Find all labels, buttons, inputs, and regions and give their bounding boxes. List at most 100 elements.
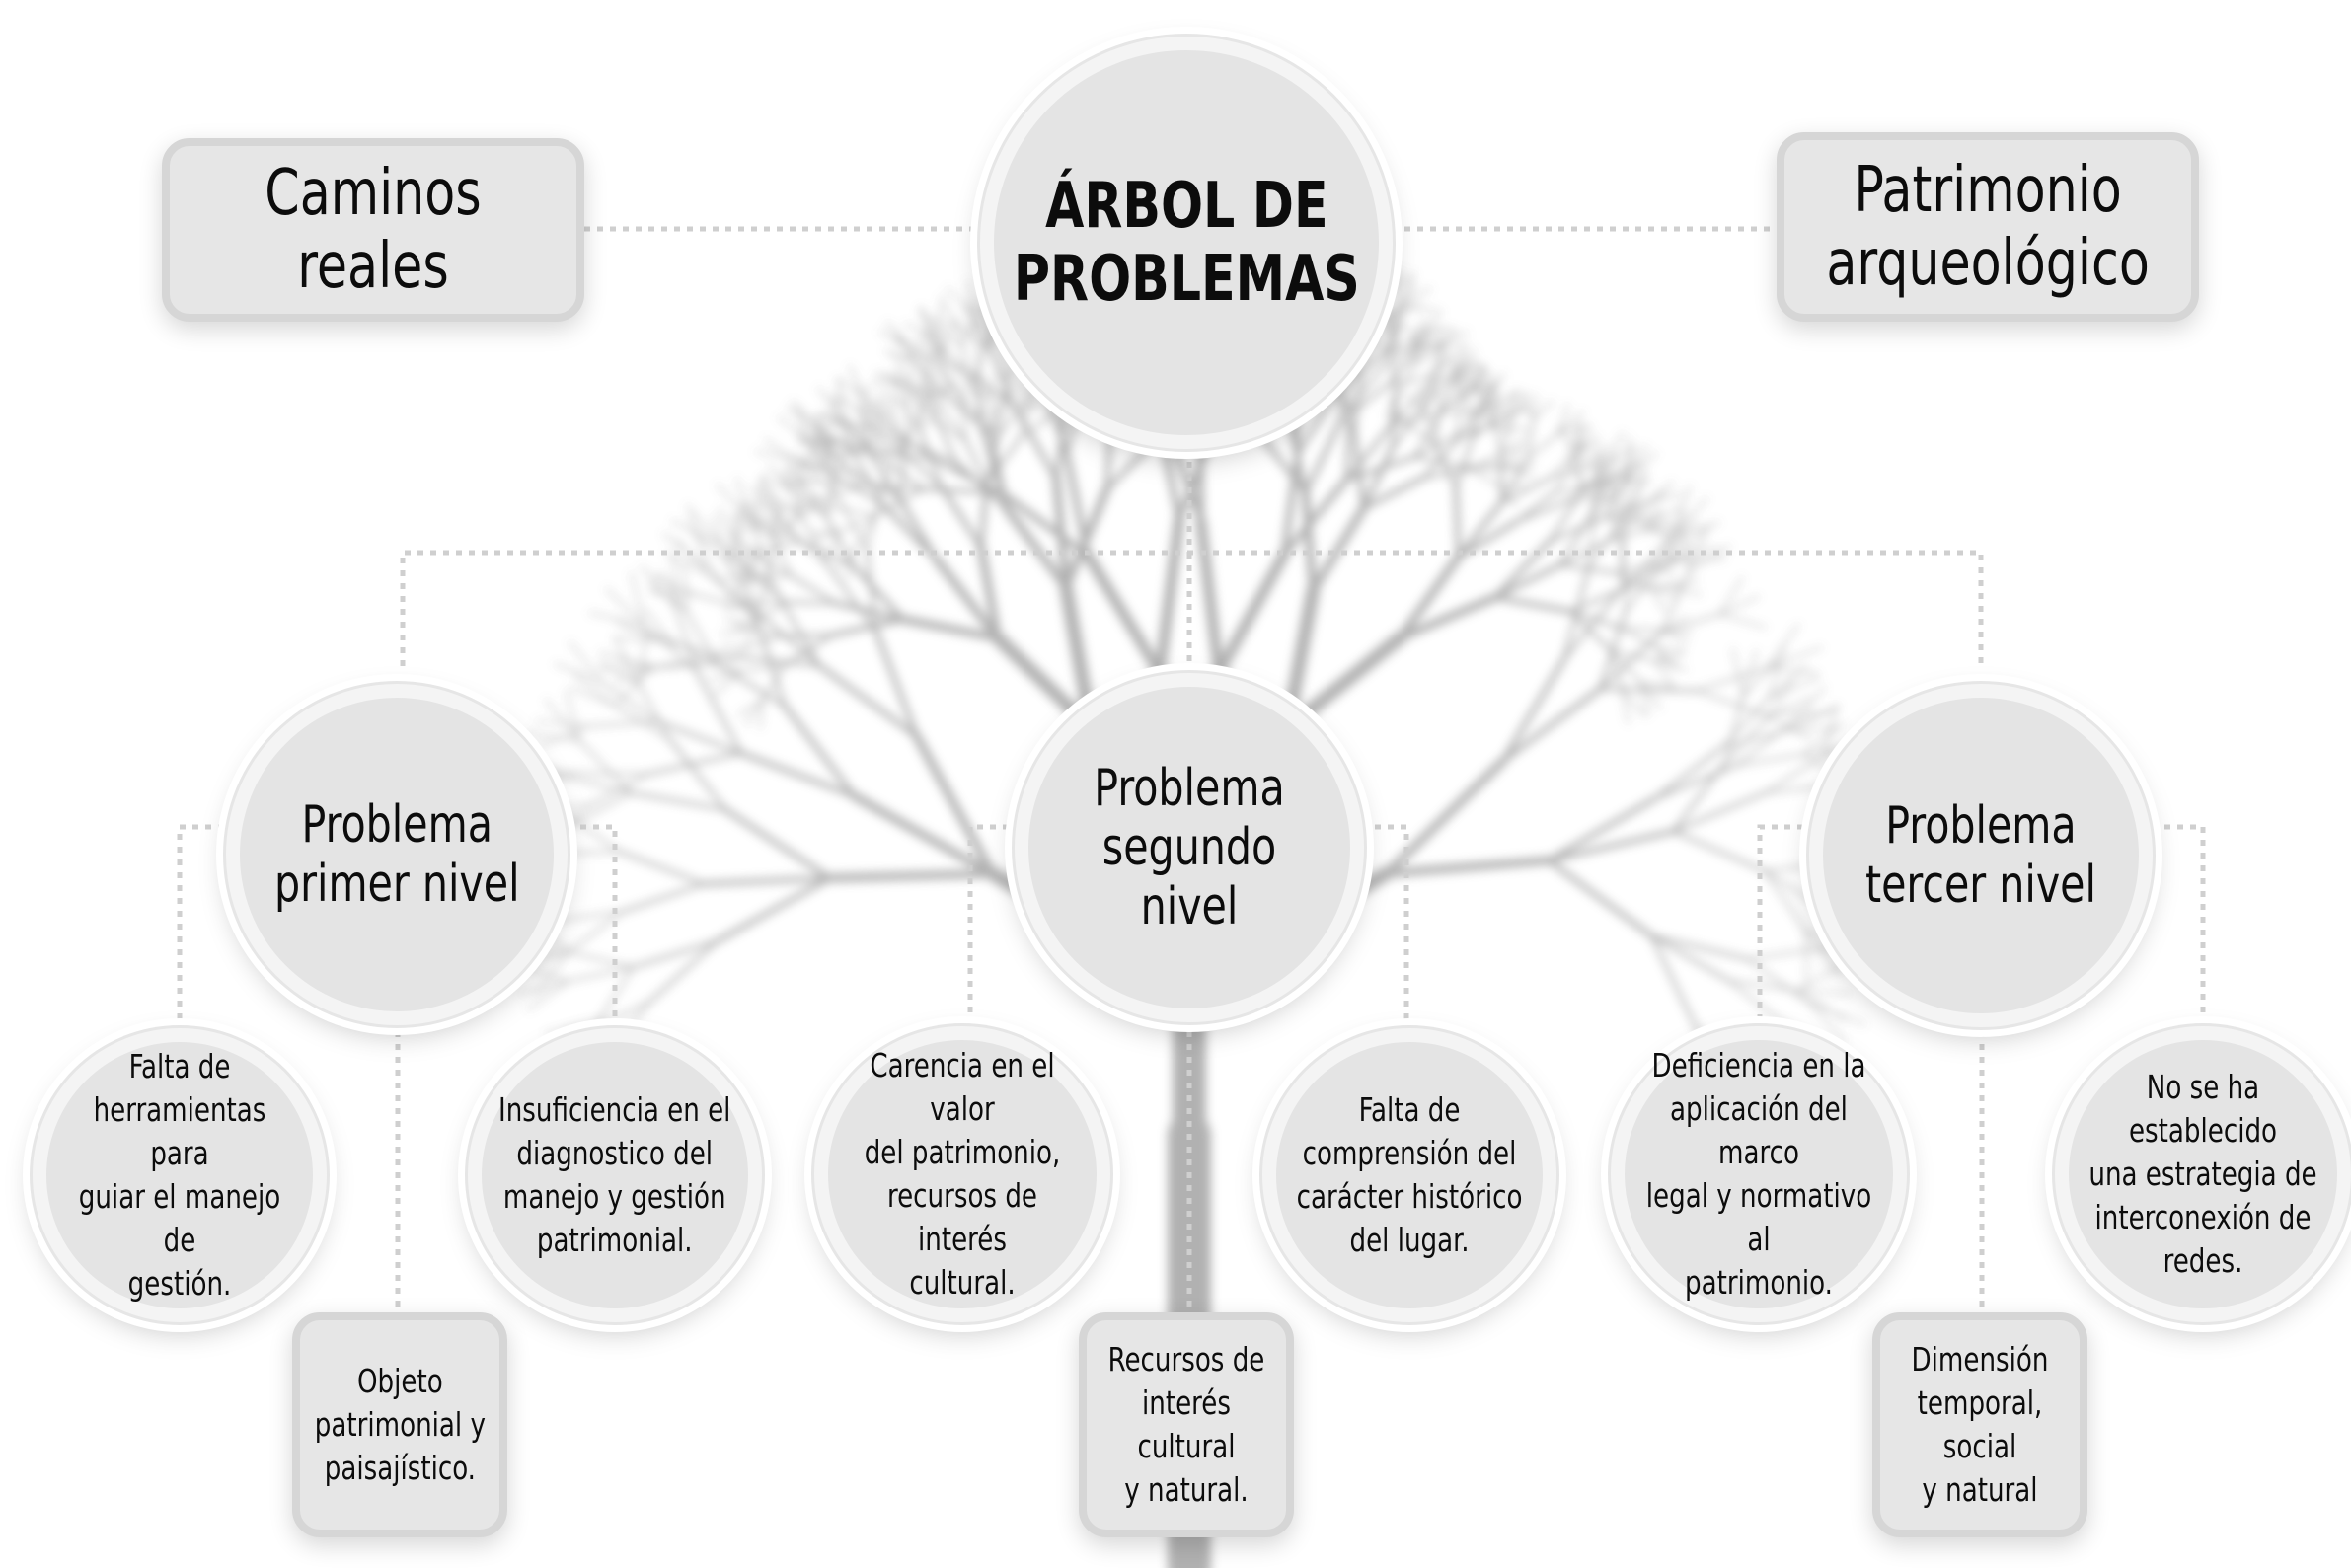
tree-branch [822, 451, 838, 496]
tree-branch [1598, 687, 1699, 693]
tree-branch [732, 525, 764, 534]
tree-branch [816, 481, 865, 486]
tree-branch [812, 434, 838, 455]
tree-branch [863, 419, 881, 440]
cause-box-node: Objeto patrimonial y paisajístico. [292, 1312, 507, 1537]
tree-branch [1606, 529, 1643, 543]
tree-branch [885, 427, 936, 462]
tree-branch [749, 485, 774, 511]
problem-third-level: Problema tercer nivel [1809, 684, 2153, 1027]
tree-branch [736, 543, 765, 553]
tree-branch [854, 514, 876, 550]
tree-branch [1467, 366, 1483, 392]
tree-branch [835, 378, 864, 396]
tree-branch [1768, 676, 1821, 699]
tree-branch [783, 481, 818, 485]
tree-branch [1666, 585, 1703, 596]
tree-branch [724, 575, 754, 578]
tree-branch [836, 451, 878, 455]
connector-p2-left [967, 824, 1022, 1021]
connector-p1-right [568, 824, 618, 1021]
tree-branch [1695, 689, 1766, 716]
tree-branch [824, 514, 855, 567]
tree-branch [655, 719, 743, 755]
tree-branch [754, 609, 821, 668]
tree-branch [1383, 319, 1420, 334]
tree-branch [651, 654, 727, 669]
tree-branch [873, 487, 926, 517]
tree-branch [1767, 667, 1819, 675]
cause-box-node: Dimensión temporal, social y natural [1872, 1312, 2087, 1537]
tree-branch [764, 438, 791, 459]
tree-branch [1280, 476, 1350, 559]
tree-branch [1570, 441, 1583, 465]
tree-branch [1502, 435, 1529, 454]
tree-branch [962, 305, 976, 334]
tree-branch [574, 772, 650, 776]
tree-branch [1557, 563, 1615, 574]
tree-branch [1213, 549, 1290, 679]
tree-branch [787, 454, 817, 467]
tree-branch [829, 473, 884, 506]
tree-branch [858, 385, 864, 416]
tree-branch [1384, 332, 1424, 354]
tree-branch [782, 703, 858, 799]
cause-node: Carencia en el valor del patrimonio, rec… [814, 1026, 1110, 1322]
tree-branch [615, 639, 640, 686]
tree-branch [545, 699, 580, 742]
tree-branch [878, 398, 895, 420]
tree-branch [1453, 485, 1462, 560]
tree-branch [1081, 549, 1166, 679]
tree-branch [966, 279, 973, 313]
tree-branch [1459, 403, 1488, 435]
tree-branch [1764, 754, 1824, 794]
tree-branch [709, 670, 742, 681]
tree-branch [873, 371, 904, 386]
tree-branch [1435, 350, 1444, 377]
tree-branch [1457, 349, 1477, 370]
tree-branch [895, 334, 916, 363]
cause-node: Insuficiencia en el diagnostico del mane… [468, 1028, 762, 1322]
tree-branch [1577, 424, 1592, 453]
tree-branch [1731, 647, 1744, 698]
tree-branch [872, 380, 904, 386]
tree-branch [1502, 445, 1531, 454]
cause-label: Carencia en el valor del patrimonio, rec… [864, 1046, 1061, 1302]
tree-branch [827, 565, 878, 634]
tree-branch [1688, 524, 1710, 572]
tree-branch [1521, 391, 1535, 421]
tree-branch [797, 480, 804, 520]
tree-branch [1344, 423, 1394, 483]
tree-branch [841, 394, 864, 416]
tree-branch [833, 439, 878, 453]
tree-branch [1653, 541, 1671, 566]
connector-p3-left [1757, 824, 1816, 1021]
tree-branch [1359, 344, 1372, 384]
tree-branch [715, 875, 833, 944]
tree-branch [1384, 311, 1400, 354]
tree-branch [1587, 470, 1606, 487]
tree-branch [1767, 646, 1823, 669]
tree-branch [1554, 463, 1573, 493]
tree-branch [598, 651, 654, 669]
tree-branch [589, 773, 650, 806]
tree-branch [923, 390, 945, 412]
tree-branch [1661, 629, 1689, 644]
tree-branch [1598, 630, 1664, 691]
tree-branch [1470, 372, 1490, 392]
tree-branch [1412, 411, 1444, 459]
tree-branch [825, 869, 997, 883]
tree-branch [829, 616, 906, 638]
tree-branch [839, 394, 849, 424]
tree-branch [976, 542, 1003, 642]
tree-branch [1610, 649, 1656, 662]
tree-branch [1641, 522, 1671, 531]
side-right-label: Patrimonio arqueológico [1826, 154, 2150, 300]
tree-branch [612, 636, 660, 642]
tree-branch [773, 587, 821, 668]
tree-branch [1719, 613, 1767, 629]
tree-branch [754, 451, 791, 459]
tree-branch [786, 408, 817, 426]
tree-branch [1449, 351, 1457, 379]
tree-branch [1633, 489, 1641, 519]
